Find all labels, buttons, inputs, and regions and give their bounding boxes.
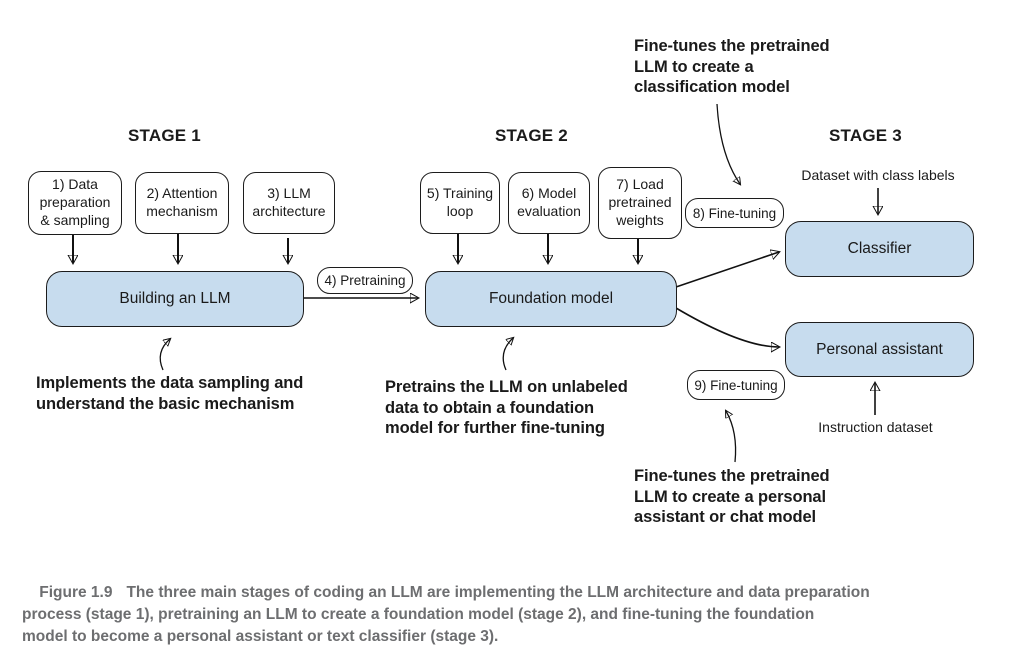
caption-text: The three main stages of coding an LLM a… [22,584,870,645]
label-instruction-dataset: Instruction dataset [818,419,933,435]
arrow-annotation-to-foundation [502,338,513,371]
annotation-assistant: Fine-tunes the pretrained LLM to create … [634,467,830,527]
stage1-label: STAGE 1 [128,126,201,145]
annotation-pretrains: Pretrains the LLM on unlabeled data to o… [385,378,628,438]
node-foundation-model: Foundation model [425,271,677,327]
arrow-annotation-to-building [159,339,170,371]
stage2-label: STAGE 2 [495,126,568,145]
step-box-load-pretrained-weights: 7) Load pretrained weights [598,167,682,239]
node-personal-assistant: Personal assistant [785,322,974,377]
node-classifier: Classifier [785,221,974,277]
arrow-annotation-to-finetuning8 [716,103,740,184]
node-building-llm: Building an LLM [46,271,304,327]
arrow-foundation-to-assistant [675,307,779,347]
step-box-finetuning-8: 8) Fine-tuning [685,198,784,228]
label-dataset-class: Dataset with class labels [801,167,955,183]
step-box-pretraining: 4) Pretraining [317,267,413,294]
step-box-model-evaluation: 6) Model evaluation [508,172,590,234]
caption-label: Figure 1.9 [39,584,113,601]
annotation-implements: Implements the data sampling and underst… [36,374,304,413]
arrow-annotation-to-finetuning9 [726,411,737,463]
annotation-classification: Fine-tunes the pretrained LLM to create … [634,37,830,97]
step-box-attention-mechanism: 2) Attention mechanism [135,172,229,234]
step-box-data-preparation: 1) Data preparation & sampling [28,171,122,235]
step-box-training-loop: 5) Training loop [420,172,500,234]
step-box-llm-architecture: 3) LLM architecture [243,172,335,234]
step-box-finetuning-9: 9) Fine-tuning [687,370,785,400]
arrow-foundation-to-classifier [675,252,779,288]
stage3-label: STAGE 3 [829,126,902,145]
